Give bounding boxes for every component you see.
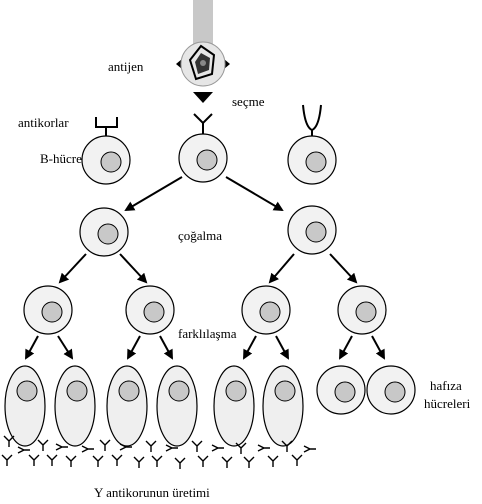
arrow-icon xyxy=(128,336,140,358)
plasma-cell xyxy=(214,366,254,446)
antigen-label: antijen xyxy=(108,59,144,74)
arrow-icon xyxy=(226,177,282,210)
antibody-icon xyxy=(100,440,110,451)
proliferating-cell xyxy=(288,206,336,254)
b-cell xyxy=(288,136,336,184)
antibody-icon xyxy=(198,456,208,467)
antibody-icon xyxy=(236,443,246,454)
antibody-icon xyxy=(47,455,57,466)
dividing-cell xyxy=(242,286,290,334)
antibody-icon xyxy=(152,456,162,467)
plasma-cell xyxy=(263,366,303,446)
antibody-icon xyxy=(2,455,12,466)
antibody-icon xyxy=(112,455,122,466)
b-cell-selected xyxy=(179,134,227,182)
dividing-cell xyxy=(24,286,72,334)
arrow-icon xyxy=(372,336,384,358)
arrow-icon xyxy=(58,336,72,358)
antibody-icon xyxy=(268,456,278,467)
antibody-icon xyxy=(66,456,76,467)
plasma-cell xyxy=(55,366,95,446)
memory-cell xyxy=(367,366,415,414)
plasma-cell xyxy=(107,366,147,446)
arrow-icon xyxy=(120,254,146,282)
proliferation-label: çoğalma xyxy=(178,228,222,243)
arrow-icon xyxy=(244,336,256,358)
receptor-v-icon xyxy=(303,105,321,137)
differentiation-label: farklılaşma xyxy=(178,326,237,341)
antibody-icon xyxy=(93,456,103,467)
antibody-icon xyxy=(175,458,185,469)
memory-cells-label-line2: hücreleri xyxy=(424,396,471,411)
production-caption: Y antikorunun üretimi xyxy=(94,485,210,500)
antigen-arrow-down-icon xyxy=(193,92,213,103)
dividing-cell xyxy=(338,286,386,334)
antibody-icon xyxy=(292,455,302,466)
memory-cell xyxy=(317,366,365,414)
antibody-icon xyxy=(146,441,156,452)
dividing-cell xyxy=(126,286,174,334)
antibody-icon xyxy=(222,457,232,468)
arrow-icon xyxy=(160,336,172,358)
antibodies-label: antikorlar xyxy=(18,115,69,130)
antibody-icon xyxy=(56,444,68,450)
antibody-icon xyxy=(38,440,48,451)
selection-label: seçme xyxy=(232,94,265,109)
antibody-icon xyxy=(29,455,39,466)
proliferating-cell xyxy=(80,208,128,256)
antibody-icon xyxy=(4,436,14,447)
arrow-icon xyxy=(26,336,38,358)
antibody-icon xyxy=(212,445,224,451)
antibody-icon xyxy=(192,441,202,452)
memory-cells-label-line1: hafıza xyxy=(430,378,462,393)
antibody-icon xyxy=(258,445,270,451)
plasma-cell xyxy=(5,366,45,446)
arrow-icon xyxy=(330,254,356,282)
antibody-icon xyxy=(134,457,144,468)
receptor-y-selected-icon xyxy=(194,114,212,134)
arrow-icon xyxy=(270,254,294,282)
arrow-icon xyxy=(276,336,288,358)
b-cell xyxy=(82,136,130,184)
antigen-group xyxy=(176,0,230,103)
antibody-icon xyxy=(244,457,254,468)
arrow-icon xyxy=(126,177,182,210)
plasma-cell xyxy=(157,366,197,446)
arrow-icon xyxy=(340,336,352,358)
antibody-icon xyxy=(18,447,30,453)
antibody-icon xyxy=(304,446,316,452)
receptor-square-icon xyxy=(96,117,117,136)
arrow-icon xyxy=(60,254,86,282)
antibodies-group xyxy=(2,436,316,469)
antibody-icon xyxy=(82,446,94,452)
